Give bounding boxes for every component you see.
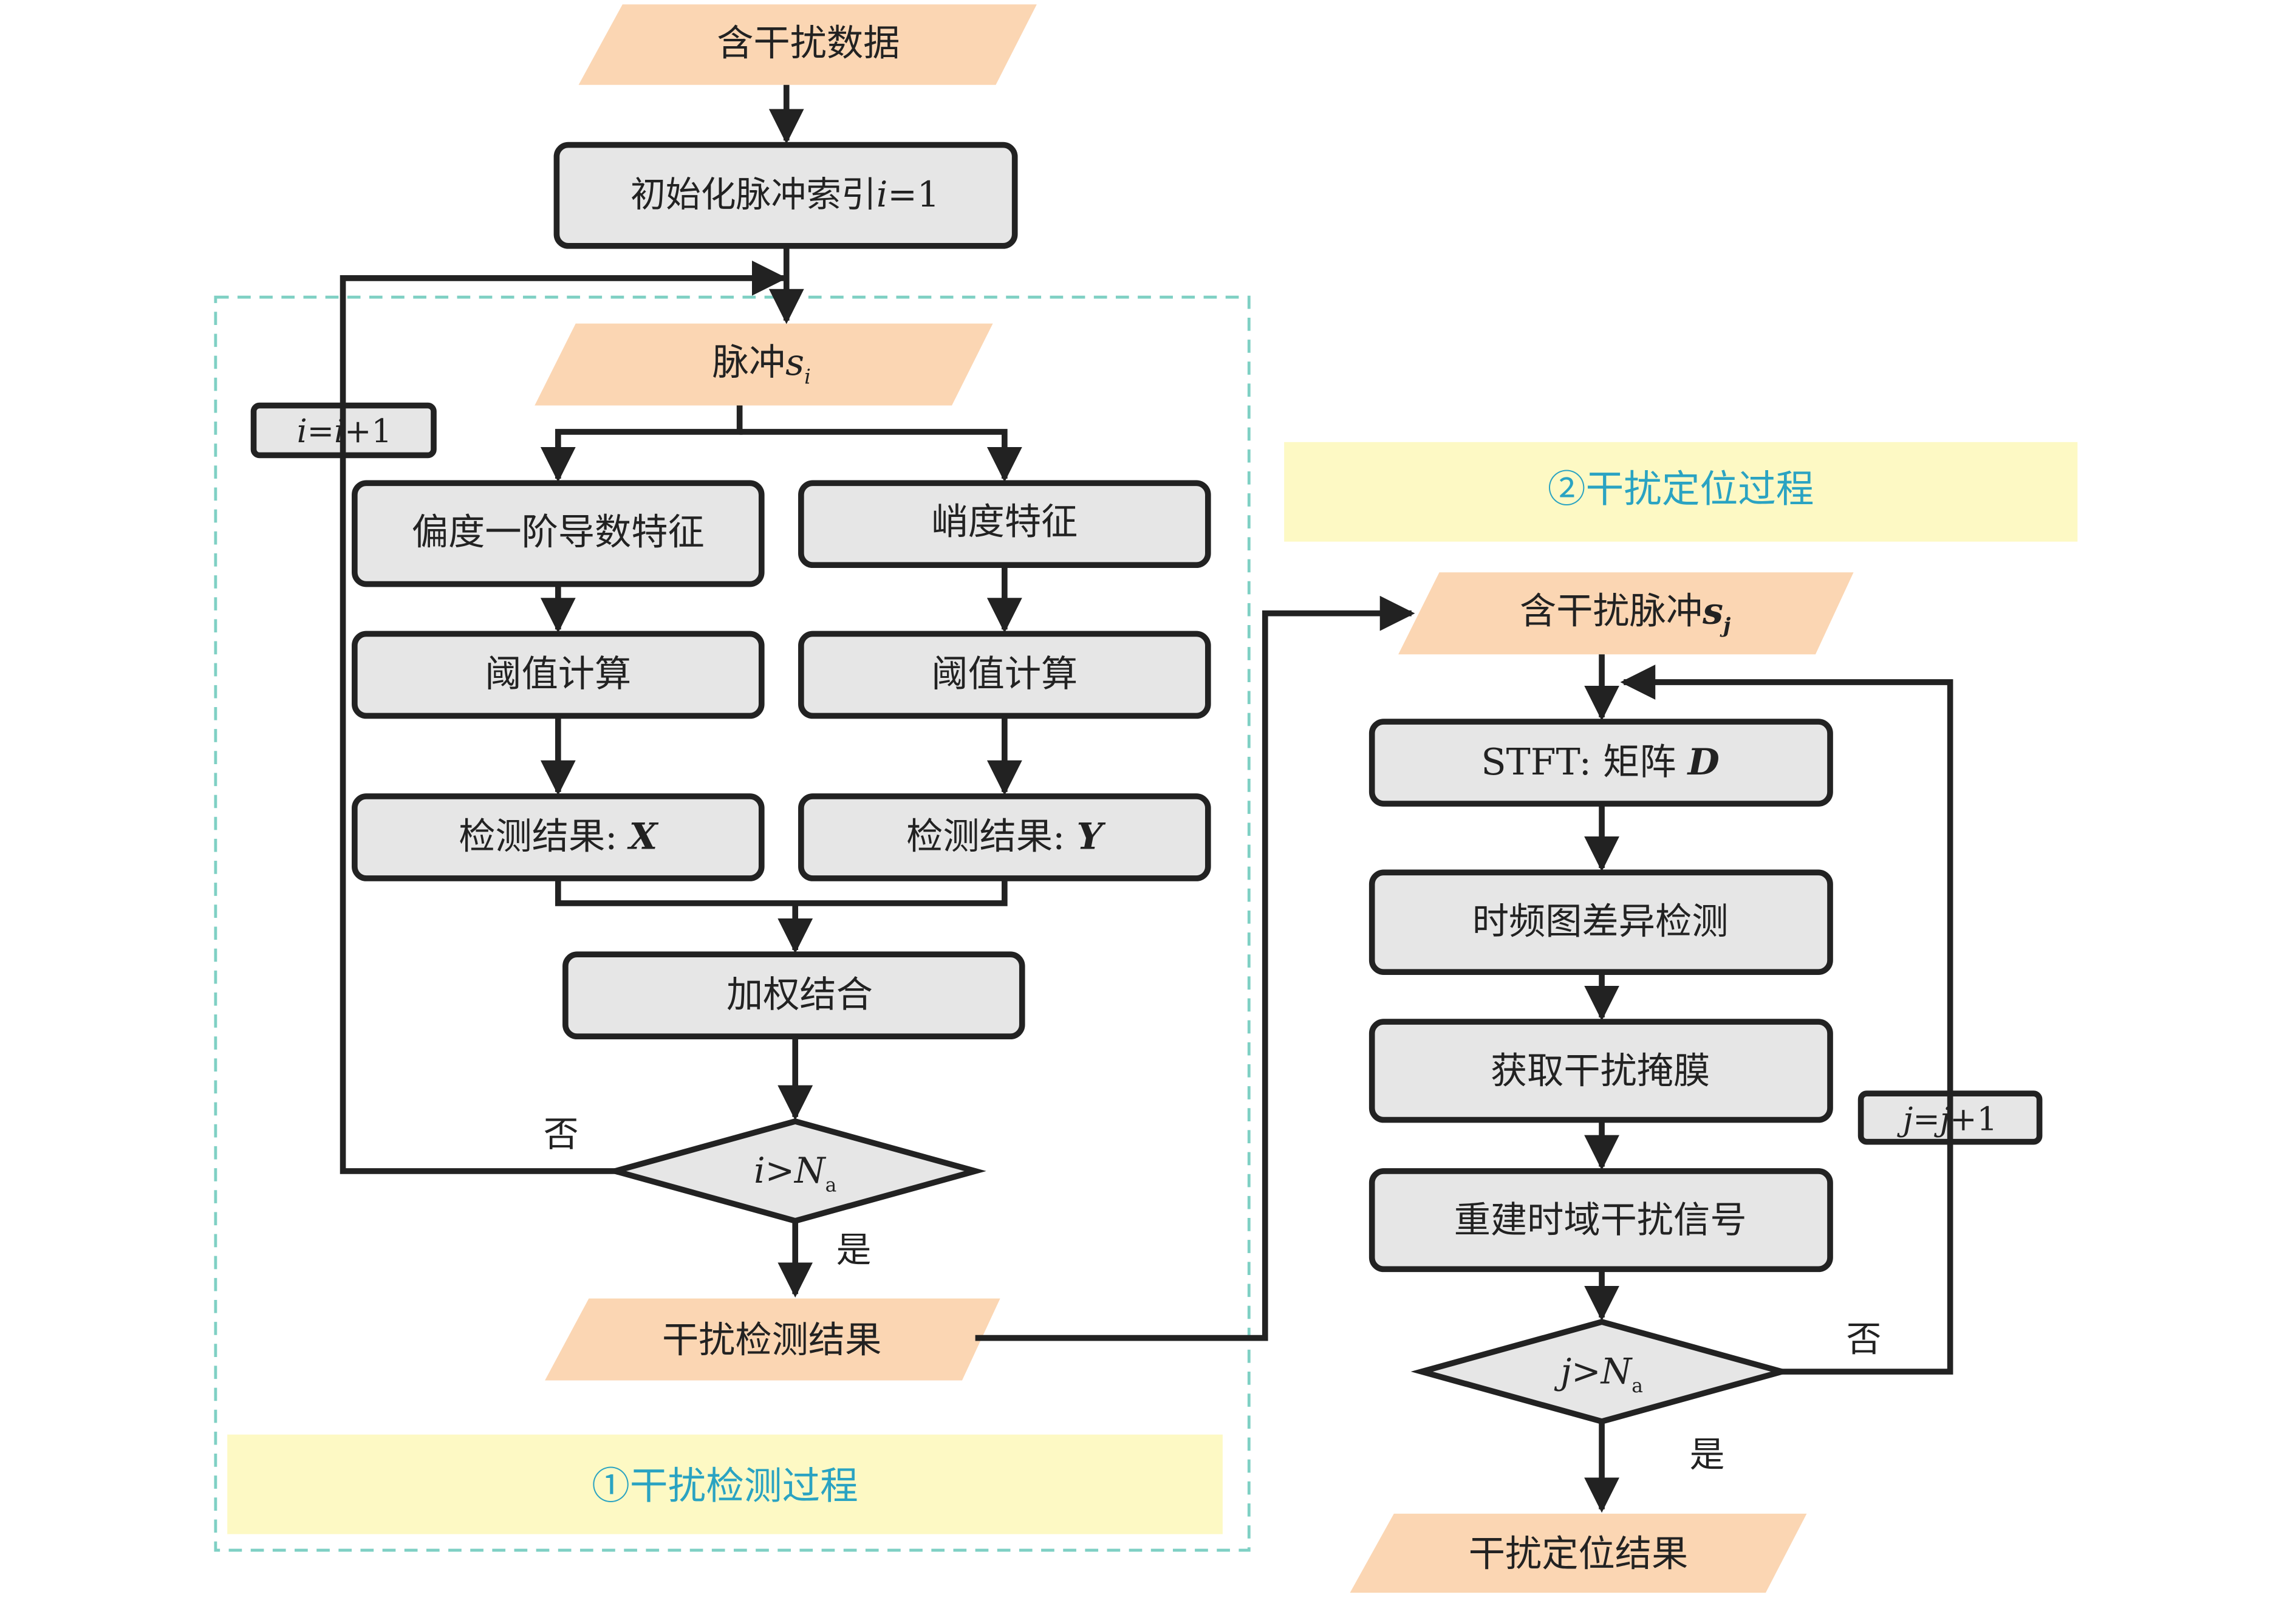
localization-caption: ②干扰定位过程 bbox=[1548, 467, 1814, 511]
skewness-derivative-node: 偏度一阶导数特征 bbox=[352, 480, 765, 587]
detection-output-label: 干扰检测结果 bbox=[662, 1319, 881, 1362]
kurtosis-node: 峭度特征 bbox=[798, 480, 1211, 569]
decision-i-node: i>Na bbox=[604, 1118, 986, 1224]
detection-caption: ①干扰检测过程 bbox=[592, 1464, 858, 1508]
left-connectors bbox=[340, 84, 1415, 1341]
result-x-label: 检测结果: X bbox=[459, 815, 658, 858]
threshold-right-label: 阈值计算 bbox=[931, 653, 1078, 696]
result-y-label: 检测结果: Y bbox=[906, 815, 1105, 858]
stft-node: STFT: 矩阵 D bbox=[1368, 719, 1833, 807]
skewness-derivative-label: 偏度一阶导数特征 bbox=[412, 511, 705, 553]
decision-i-label: i>Na bbox=[754, 1150, 836, 1196]
right-connectors bbox=[1584, 654, 1953, 1513]
detection-output-node: 干扰检测结果 bbox=[545, 1298, 1000, 1381]
result-y-node: 检测结果: Y bbox=[798, 793, 1211, 881]
stft-label: STFT: 矩阵 D bbox=[1481, 740, 1720, 784]
tf-difference-label: 时频图差异检测 bbox=[1472, 901, 1729, 943]
increment-i-label: i=i+1 bbox=[297, 412, 392, 450]
localization-caption-band bbox=[1284, 442, 2078, 542]
detection-region-border bbox=[214, 295, 1251, 1552]
decision-i-yes-label: 是 bbox=[836, 1229, 872, 1270]
decision-j-no-label: 否 bbox=[1847, 1318, 1882, 1359]
mask-label: 获取干扰掩膜 bbox=[1491, 1050, 1710, 1092]
decision-j-node: j>Na bbox=[1410, 1319, 1793, 1424]
mask-node: 获取干扰掩膜 bbox=[1368, 1019, 1833, 1123]
detection-caption-band bbox=[227, 1434, 1223, 1534]
result-x-node: 检测结果: X bbox=[352, 793, 765, 881]
interference-pulse-label: 含干扰脉冲sj bbox=[1520, 590, 1731, 637]
kurtosis-label: 峭度特征 bbox=[931, 501, 1078, 544]
decision-j-label: j>Na bbox=[1554, 1350, 1643, 1397]
threshold-left-node: 阈值计算 bbox=[352, 631, 765, 719]
input-data-node: 含干扰数据 bbox=[578, 4, 1037, 85]
localization-output-label: 干扰定位结果 bbox=[1469, 1533, 1688, 1576]
tf-difference-node: 时频图差异检测 bbox=[1368, 869, 1833, 975]
localization-output-node: 干扰定位结果 bbox=[1350, 1513, 1807, 1593]
threshold-left-label: 阈值计算 bbox=[485, 653, 631, 696]
rebuild-label: 重建时域干扰信号 bbox=[1454, 1199, 1747, 1242]
increment-j-label: j=j+1 bbox=[1897, 1100, 1997, 1138]
input-data-label: 含干扰数据 bbox=[717, 22, 900, 65]
init-index-node: 初始化脉冲索引i=1 bbox=[553, 142, 1018, 249]
decision-j-yes-label: 是 bbox=[1690, 1434, 1725, 1475]
rebuild-node: 重建时域干扰信号 bbox=[1368, 1168, 1833, 1273]
threshold-right-node: 阈值计算 bbox=[798, 631, 1211, 719]
init-index-label: 初始化脉冲索引i=1 bbox=[630, 174, 940, 215]
pulse-node: 脉冲si bbox=[535, 323, 993, 406]
weighted-combination-label: 加权结合 bbox=[726, 974, 873, 1016]
interference-pulse-node: 含干扰脉冲sj bbox=[1398, 572, 1854, 655]
decision-i-no-label: 否 bbox=[544, 1113, 579, 1155]
pulse-label: 脉冲si bbox=[712, 341, 811, 388]
weighted-combination-node: 加权结合 bbox=[562, 951, 1025, 1040]
